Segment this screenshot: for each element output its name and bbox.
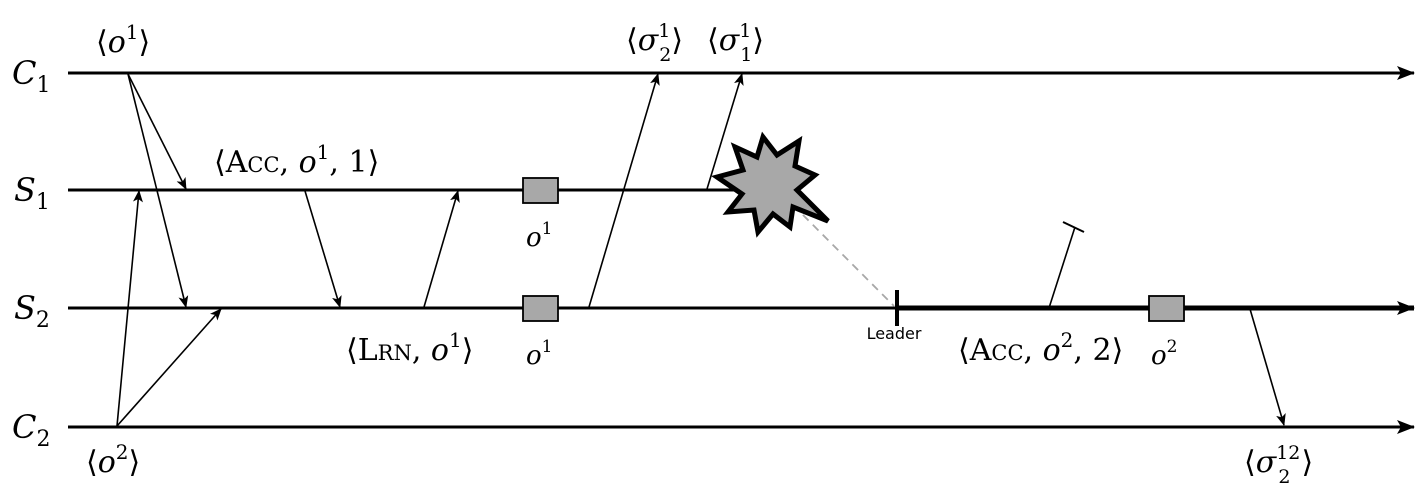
log-box-s2-o1 (522, 295, 559, 322)
label-lrn-o1: ⟨Lrn, o1⟩ (346, 328, 473, 368)
log-box-s2-o2 (1148, 295, 1185, 322)
box-label-s1-o1: o1 (526, 219, 552, 253)
arrow-c1-to-s1 (127, 73, 187, 190)
leader-label: Leader (867, 324, 922, 343)
arrow-acc-s1-to-s2 (304, 190, 342, 308)
box-label-s2-o2: o2 (1151, 337, 1177, 371)
crash-explosion-icon (711, 131, 830, 238)
box-label-s2-o1: o1 (526, 337, 552, 371)
arrow-reply-s1-to-c1 (706, 73, 744, 190)
log-box-s1-o1 (522, 177, 559, 204)
process-label-s1: S1 (14, 171, 50, 215)
process-label-c1: C1 (12, 54, 50, 98)
lost-message-bar (1062, 221, 1085, 233)
arrow-c1-to-s2 (127, 73, 189, 308)
label-acc-o1: ⟨Acc, o1, 1⟩ (214, 140, 379, 180)
label-c2-request: ⟨o2⟩ (86, 440, 140, 480)
lost-message-line (1048, 226, 1076, 309)
arrow-reply-s2-to-c1 (588, 73, 660, 308)
label-acc-o2: ⟨Acc, o2, 2⟩ (958, 328, 1123, 368)
process-label-s2: S2 (14, 289, 50, 333)
label-c1-request: ⟨o1⟩ (96, 20, 150, 60)
arrow-c2-to-s2 (116, 308, 222, 427)
arrow-lrn-s2-to-s1 (423, 190, 460, 308)
arrow-c2-to-s1 (116, 190, 143, 427)
process-label-c2: C2 (12, 408, 50, 452)
dashed-crash-to-leader (792, 204, 895, 307)
arrow-reply-s2-to-c2 (1249, 308, 1286, 426)
